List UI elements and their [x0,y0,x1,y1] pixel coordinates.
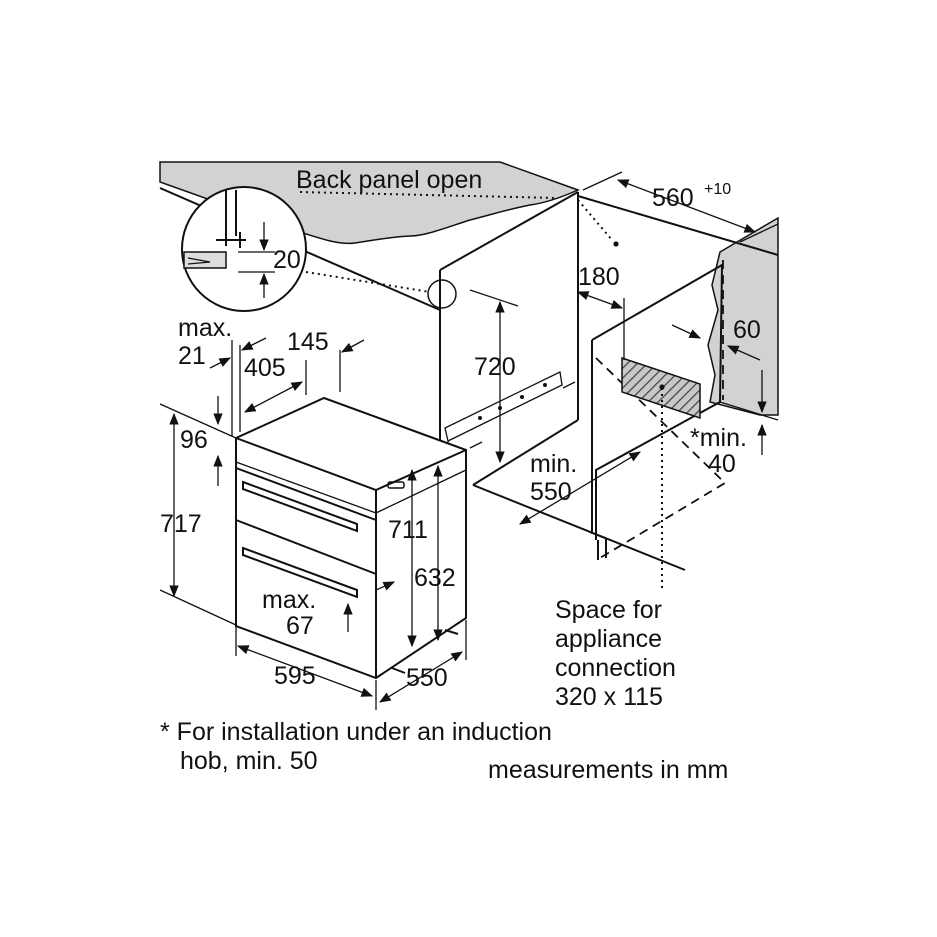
dimension-labels: Back panel open 560 +10 20 180 60 max. 2… [160,166,761,711]
label-405: 405 [244,354,286,382]
label-space-line4: 320 x 115 [555,683,663,711]
label-max67-line1: max. [262,586,316,614]
oven-appliance [235,396,467,680]
label-711: 711 [388,516,428,544]
detail-circle [181,186,457,312]
label-back-panel: Back panel open [296,166,482,194]
label-632: 632 [414,564,456,592]
back-panel-leader-2 [577,199,613,241]
label-space-line2: appliance [555,625,662,653]
back-panel-leader [299,191,557,199]
label-560-tolerance: +10 [704,181,731,198]
label-min40-line1: *min. [690,424,747,452]
worktop-left [159,161,581,245]
label-max21-line1: max. [178,314,232,342]
label-max67-line2: 67 [286,612,314,640]
label-145: 145 [287,328,329,356]
label-20: 20 [273,246,301,274]
label-717: 717 [160,510,202,538]
label-60: 60 [733,316,761,344]
footnote-line1: * For installation under an induction [160,718,552,746]
label-550: 550 [406,664,448,692]
label-max21-line2: 21 [178,342,206,370]
footnote: * For installation under an induction ho… [160,718,728,784]
label-720: 720 [474,353,516,381]
label-space-line1: Space for [555,596,662,624]
dimension-lines [159,171,779,710]
label-595: 595 [274,662,316,690]
units-note: measurements in mm [488,756,728,784]
worktop-right [707,216,779,416]
label-min550-line1: min. [530,450,577,478]
label-96: 96 [180,426,208,454]
label-180: 180 [578,263,620,291]
label-space-line3: connection [555,654,676,682]
label-min40-line2: 40 [708,450,736,478]
footnote-line2: hob, min. 50 [180,747,318,775]
label-min550-line2: 550 [530,478,572,506]
label-560: 560 [652,184,694,212]
